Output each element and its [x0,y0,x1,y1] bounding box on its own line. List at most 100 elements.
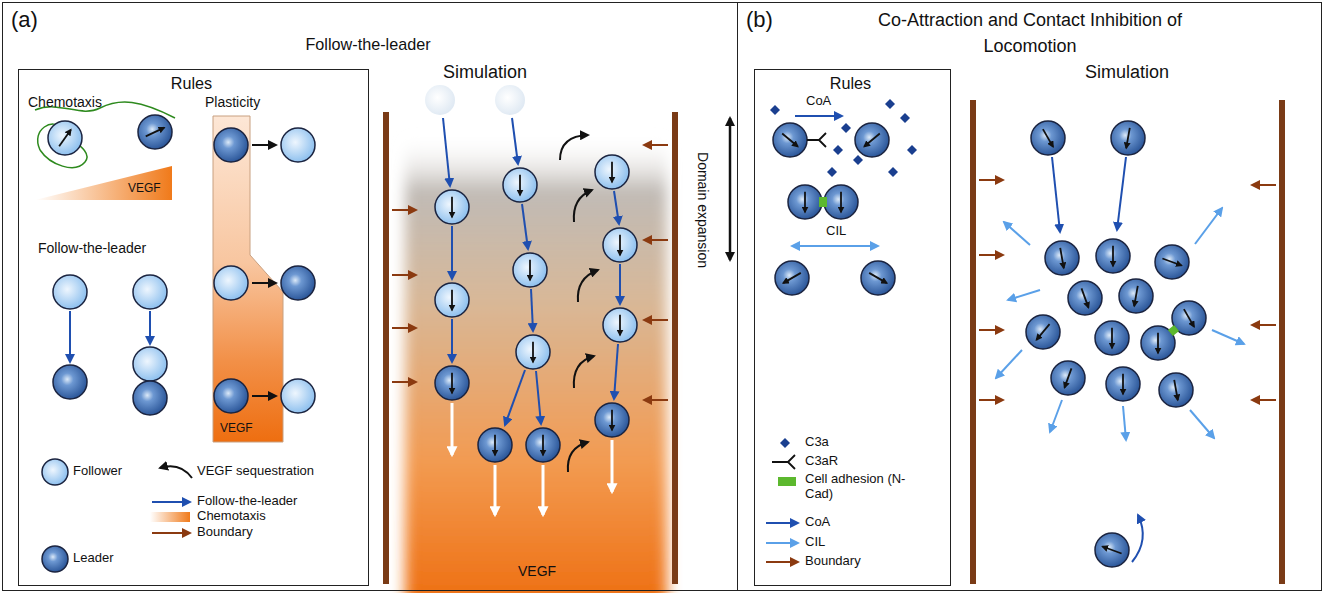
leader-cell [824,185,858,219]
arrow [149,311,151,344]
boundary-wall [1279,100,1285,584]
cil-arrow [1123,406,1126,440]
cil-arrow [996,350,1022,378]
gradient-label: VEGF [518,563,556,579]
follower-cell [53,275,87,309]
cil-arrow [792,245,878,247]
boundary-wall [383,112,389,584]
follower-cell [48,121,82,155]
legend-text: Follower [73,464,122,479]
legend-sequestration-sample [160,466,192,478]
follower-cell [516,335,550,369]
panel-box: (a)Follow-the-leaderRules [2,2,738,591]
follower-cell [435,190,469,224]
legend-follow-sample [152,501,190,503]
legend-text: Boundary [197,525,253,540]
leader-cell [788,185,822,219]
legend-chemotaxis-sample [150,512,190,522]
boundary-arrow [1252,184,1276,186]
legend-boundary-sample [766,561,798,563]
arrow [443,118,450,186]
boundary-arrow [979,254,1003,256]
follower-cell [435,283,469,317]
c3a-molecule [827,167,837,177]
legend-text: Follow-the-leader [197,494,297,509]
boundary-arrow [979,399,1003,401]
c3a-molecule [833,145,843,155]
legend-text: VEGF sequestration [197,464,314,479]
arrow [614,191,619,224]
n-cad-adhesion [819,197,827,207]
boundary-arrow [392,274,416,276]
gradient-label: VEGF [220,422,253,436]
cil-arrow [1195,208,1222,244]
arrow [536,371,541,424]
follower-cell [133,275,167,309]
vegf-field [405,135,667,593]
boundary-arrow [644,239,668,241]
sequestration-arrow [574,190,592,222]
coa-arrow [795,115,842,117]
arrow [494,465,497,515]
legend-text: CIL [805,535,825,550]
box-heading: Follow-the-leader [3,35,733,54]
panel-letter: (a) [11,7,38,32]
leader-cell [1111,121,1145,155]
follower-cell [214,266,248,300]
leader-cell [861,261,895,295]
coa-arrow [1132,515,1143,562]
box-heading: Rules [19,74,364,93]
arrow [451,403,454,455]
incoming-cell [425,85,455,115]
legend-cil-sample [766,542,798,544]
leader-cell [1096,239,1130,273]
leader-cell [53,365,87,399]
leader-cell [1159,373,1193,407]
box-heading: Rules [755,74,946,93]
legend-c3ar-sample [772,455,795,469]
incoming-cell [495,85,525,115]
arrow [614,344,618,399]
follower-cell [42,459,68,485]
follower-cell [603,308,637,342]
leader-cell [138,115,172,149]
boundary-arrow [1252,399,1276,401]
coa-arrow [1117,157,1126,230]
rule-label: CIL [826,224,846,239]
leader-cell [435,366,469,400]
arrow [69,311,71,362]
leader-cell [214,128,248,162]
leader-cell [773,123,807,157]
legend-text: Leader [73,551,113,566]
leader-cell [133,381,167,415]
rules-box: Rules [754,69,951,586]
leader-cell [478,428,512,462]
leader-cell [775,261,809,295]
c3a-molecule [853,155,863,165]
section-heading: Simulation [443,62,527,83]
sequestration-arrow [574,356,594,388]
legend-text: Chemotaxis [197,509,266,524]
boundary-arrow [979,329,1003,331]
vegf-gradient-triangle [35,166,172,200]
follower-cell [603,228,637,262]
leader-cell [281,266,315,300]
boundary-arrow [392,209,416,211]
section-heading: Simulation [1085,62,1169,83]
follower-cell [133,347,167,381]
boundary-arrow [392,381,416,383]
boundary-arrow [644,319,668,321]
sequestration-arrow [578,270,598,302]
cil-arrow [1190,410,1214,438]
c3a-molecule [780,438,790,448]
leader-cell [1095,533,1129,567]
legend-text: C3a [805,435,829,450]
coa-arrow [1052,157,1060,232]
c3a-molecule [885,99,895,109]
boundary-arrow [979,179,1003,181]
leader-cell [214,379,248,413]
arrow [512,118,518,164]
leader-cell [1095,321,1129,355]
rule-label: Plasticity [205,94,260,110]
cil-arrow [1008,290,1040,300]
